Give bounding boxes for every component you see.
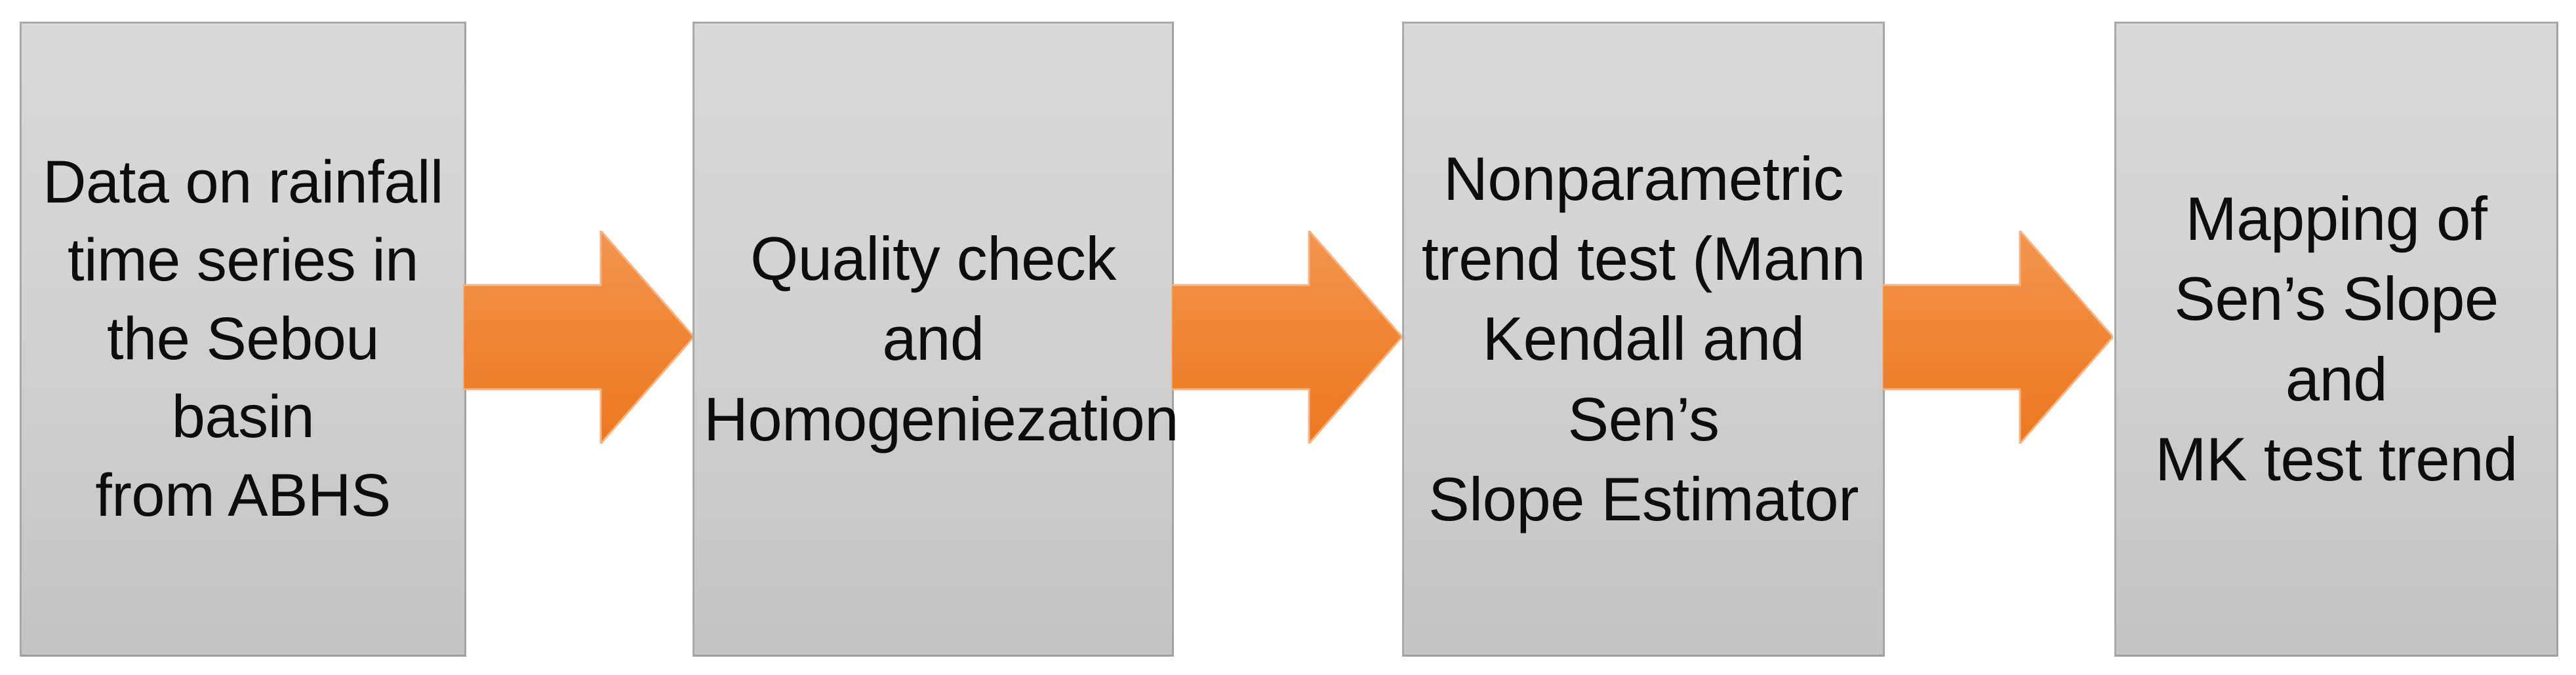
flow-arrow-right-icon xyxy=(463,231,694,444)
flow-arrow-right-icon xyxy=(1882,231,2113,444)
process-box-trend-test[interactable]: Nonparametric trend test (Mann Kendall a… xyxy=(1402,22,1885,657)
process-box-label: Data on rainfall time series in the Sebo… xyxy=(43,148,443,529)
process-box-label: Nonparametric trend test (Mann Kendall a… xyxy=(1421,144,1866,533)
process-box-label: Mapping of Sen’s Slope and MK test trend xyxy=(2155,184,2518,493)
block-arrow-shape xyxy=(1171,231,1402,444)
process-box-quality-check[interactable]: Quality check and Homogeniezation xyxy=(693,22,1179,657)
flow-arrow-right-icon xyxy=(1171,231,1402,444)
block-arrow-shape xyxy=(463,231,694,444)
process-box-data-source[interactable]: Data on rainfall time series in the Sebo… xyxy=(20,22,466,657)
process-box-label: Quality check and Homogeniezation xyxy=(704,224,1179,453)
block-arrow-shape xyxy=(1882,231,2113,444)
process-box-mapping[interactable]: Mapping of Sen’s Slope and MK test trend xyxy=(2114,22,2558,657)
arrow-path xyxy=(1882,231,2113,444)
arrow-path xyxy=(463,231,694,444)
arrow-path xyxy=(1171,231,1402,444)
